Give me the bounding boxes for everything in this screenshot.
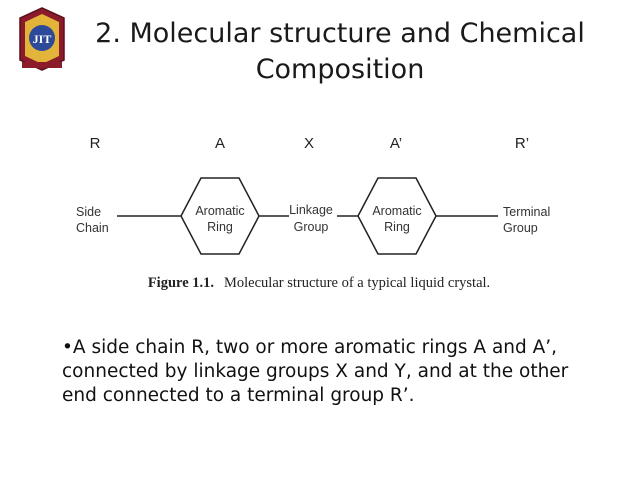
label-r-prime: R’ <box>515 135 529 152</box>
slide-title: 2. Molecular structure and Chemical Comp… <box>80 16 600 88</box>
linkage-line-1: Linkage <box>289 203 333 217</box>
label-a-prime: A’ <box>390 135 402 152</box>
aromatic-ring-a <box>180 177 260 255</box>
label-a: A <box>215 135 225 152</box>
figure-number: Figure 1.1. <box>147 275 215 291</box>
linkage-line-2: Group <box>294 220 329 234</box>
side-chain-line-1: Side <box>76 205 101 219</box>
ring-a-prime-line-1: Aromatic <box>372 204 421 218</box>
ring-a-prime-line-2: Ring <box>384 220 410 234</box>
molecular-structure-diagram: R A X A’ R’ Side Chain Aromatic Ring Lin… <box>76 135 550 255</box>
label-x: X <box>304 135 314 152</box>
figure-caption-text: Molecular structure of a typical liquid … <box>224 275 491 291</box>
title-line-2: Composition <box>255 54 425 85</box>
side-chain-line-2: Chain <box>76 221 109 235</box>
bullet-text: •A side chain R, two or more aromatic ri… <box>62 337 569 406</box>
label-r: R <box>90 135 101 152</box>
figure-caption: Figure 1.1. Molecular structure of a typi… <box>0 275 638 292</box>
svg-text:JIT: JIT <box>33 32 52 46</box>
ring-a-line-1: Aromatic <box>195 204 244 218</box>
aromatic-ring-a-prime <box>357 177 437 255</box>
ring-a-line-2: Ring <box>207 220 233 234</box>
institute-logo: JIT <box>19 7 65 71</box>
terminal-line-2: Group <box>503 221 538 235</box>
title-line-1: 2. Molecular structure and Chemical <box>95 18 585 49</box>
terminal-line-1: Terminal <box>503 205 550 219</box>
